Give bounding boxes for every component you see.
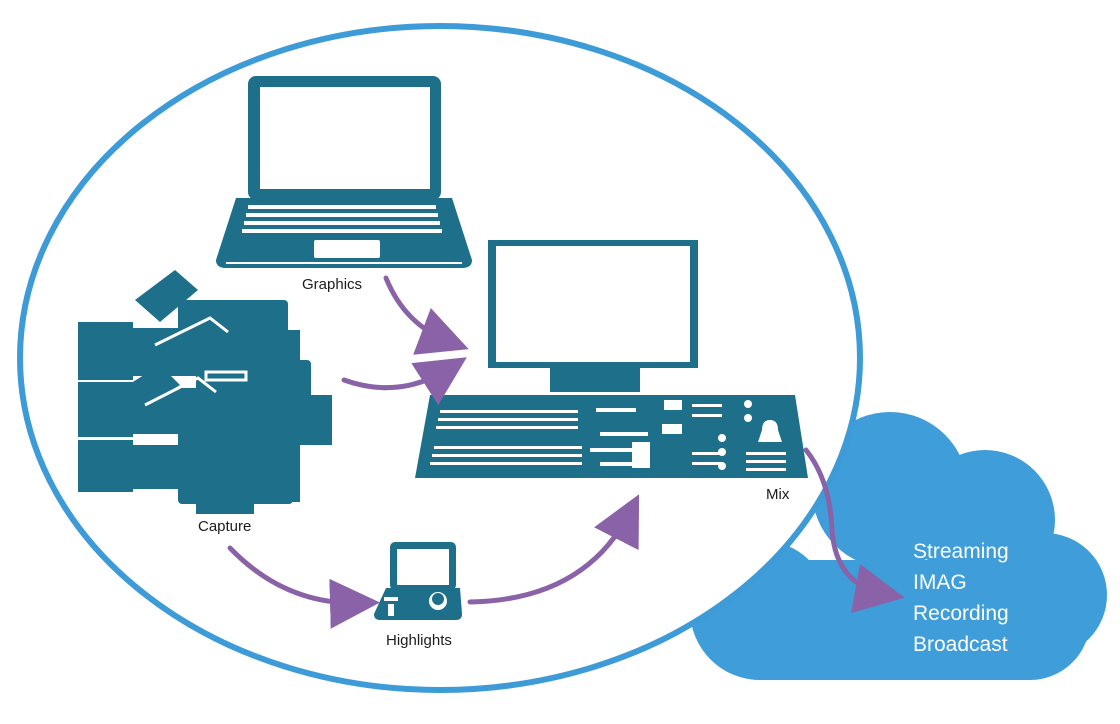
mix-label: Mix — [766, 486, 790, 503]
laptop-icon — [216, 76, 472, 268]
camera-outline-details — [144, 316, 248, 407]
arrow-mix-to-outputs — [803, 447, 905, 614]
arrow-graphics-to-mix — [383, 275, 469, 355]
monitor-icon — [488, 240, 698, 392]
camera-icon — [78, 270, 332, 514]
arrow-capture-to-highlights — [227, 545, 380, 629]
output-list: Streaming IMAG Recording Broadcast — [913, 536, 1009, 660]
highlights-label: Highlights — [386, 632, 452, 649]
switcher-icon — [415, 395, 808, 478]
graphics-label: Graphics — [302, 276, 363, 293]
output-streaming: Streaming — [913, 540, 1009, 563]
output-imag: IMAG — [913, 571, 967, 594]
arrow-capture-to-mix — [341, 357, 467, 406]
output-recording: Recording — [913, 602, 1009, 625]
arrow-highlights-to-mix — [467, 494, 640, 605]
replay-controller-icon — [374, 542, 462, 620]
capture-label: Capture — [198, 518, 252, 535]
output-broadcast: Broadcast — [913, 633, 1008, 656]
